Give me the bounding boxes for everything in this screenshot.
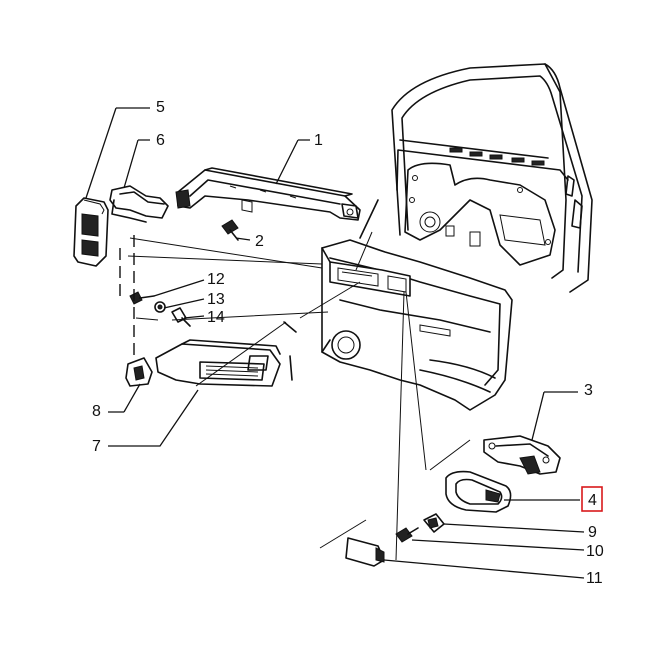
callout-10: 10 xyxy=(586,543,604,560)
part-5-switch-panel xyxy=(73,197,109,267)
callout-7: 7 xyxy=(92,438,101,455)
part-10-screw xyxy=(395,527,419,543)
callout-8: 8 xyxy=(92,403,101,420)
highlight-box-4 xyxy=(581,486,603,512)
part-12-screw xyxy=(129,291,155,305)
leader-lines xyxy=(85,107,585,579)
door-frame xyxy=(391,63,593,293)
callout-11: 11 xyxy=(586,570,603,587)
callout-2: 2 xyxy=(255,233,264,250)
callout-12: 12 xyxy=(207,271,225,288)
callout-6: 6 xyxy=(156,132,165,149)
part-8-clip xyxy=(125,357,153,387)
part-4-handle-bezel xyxy=(445,470,512,513)
callout-3: 3 xyxy=(584,382,593,399)
part-3-inner-handle xyxy=(483,435,561,475)
part-7-pocket-housing xyxy=(155,339,281,387)
callout-14: 14 xyxy=(207,309,225,326)
callout-1: 1 xyxy=(314,132,323,149)
part-2-screw xyxy=(221,219,239,241)
callout-5: 5 xyxy=(156,99,165,116)
part-11-cap xyxy=(345,537,385,567)
part-9-fastener xyxy=(423,513,445,533)
callout-labels: 1 2 3 4 5 6 7 8 9 10 11 12 13 14 xyxy=(92,99,604,587)
part-13-washer xyxy=(154,301,166,313)
assembly-guides xyxy=(119,199,471,561)
callout-9: 9 xyxy=(588,524,597,541)
callout-13: 13 xyxy=(207,291,225,308)
callout-4: 4 xyxy=(588,492,597,509)
part-14-clip xyxy=(171,307,191,327)
part-6-bracket xyxy=(109,185,169,223)
door-trim-panel xyxy=(321,239,513,411)
part-1-armrest-bracket xyxy=(175,167,361,221)
